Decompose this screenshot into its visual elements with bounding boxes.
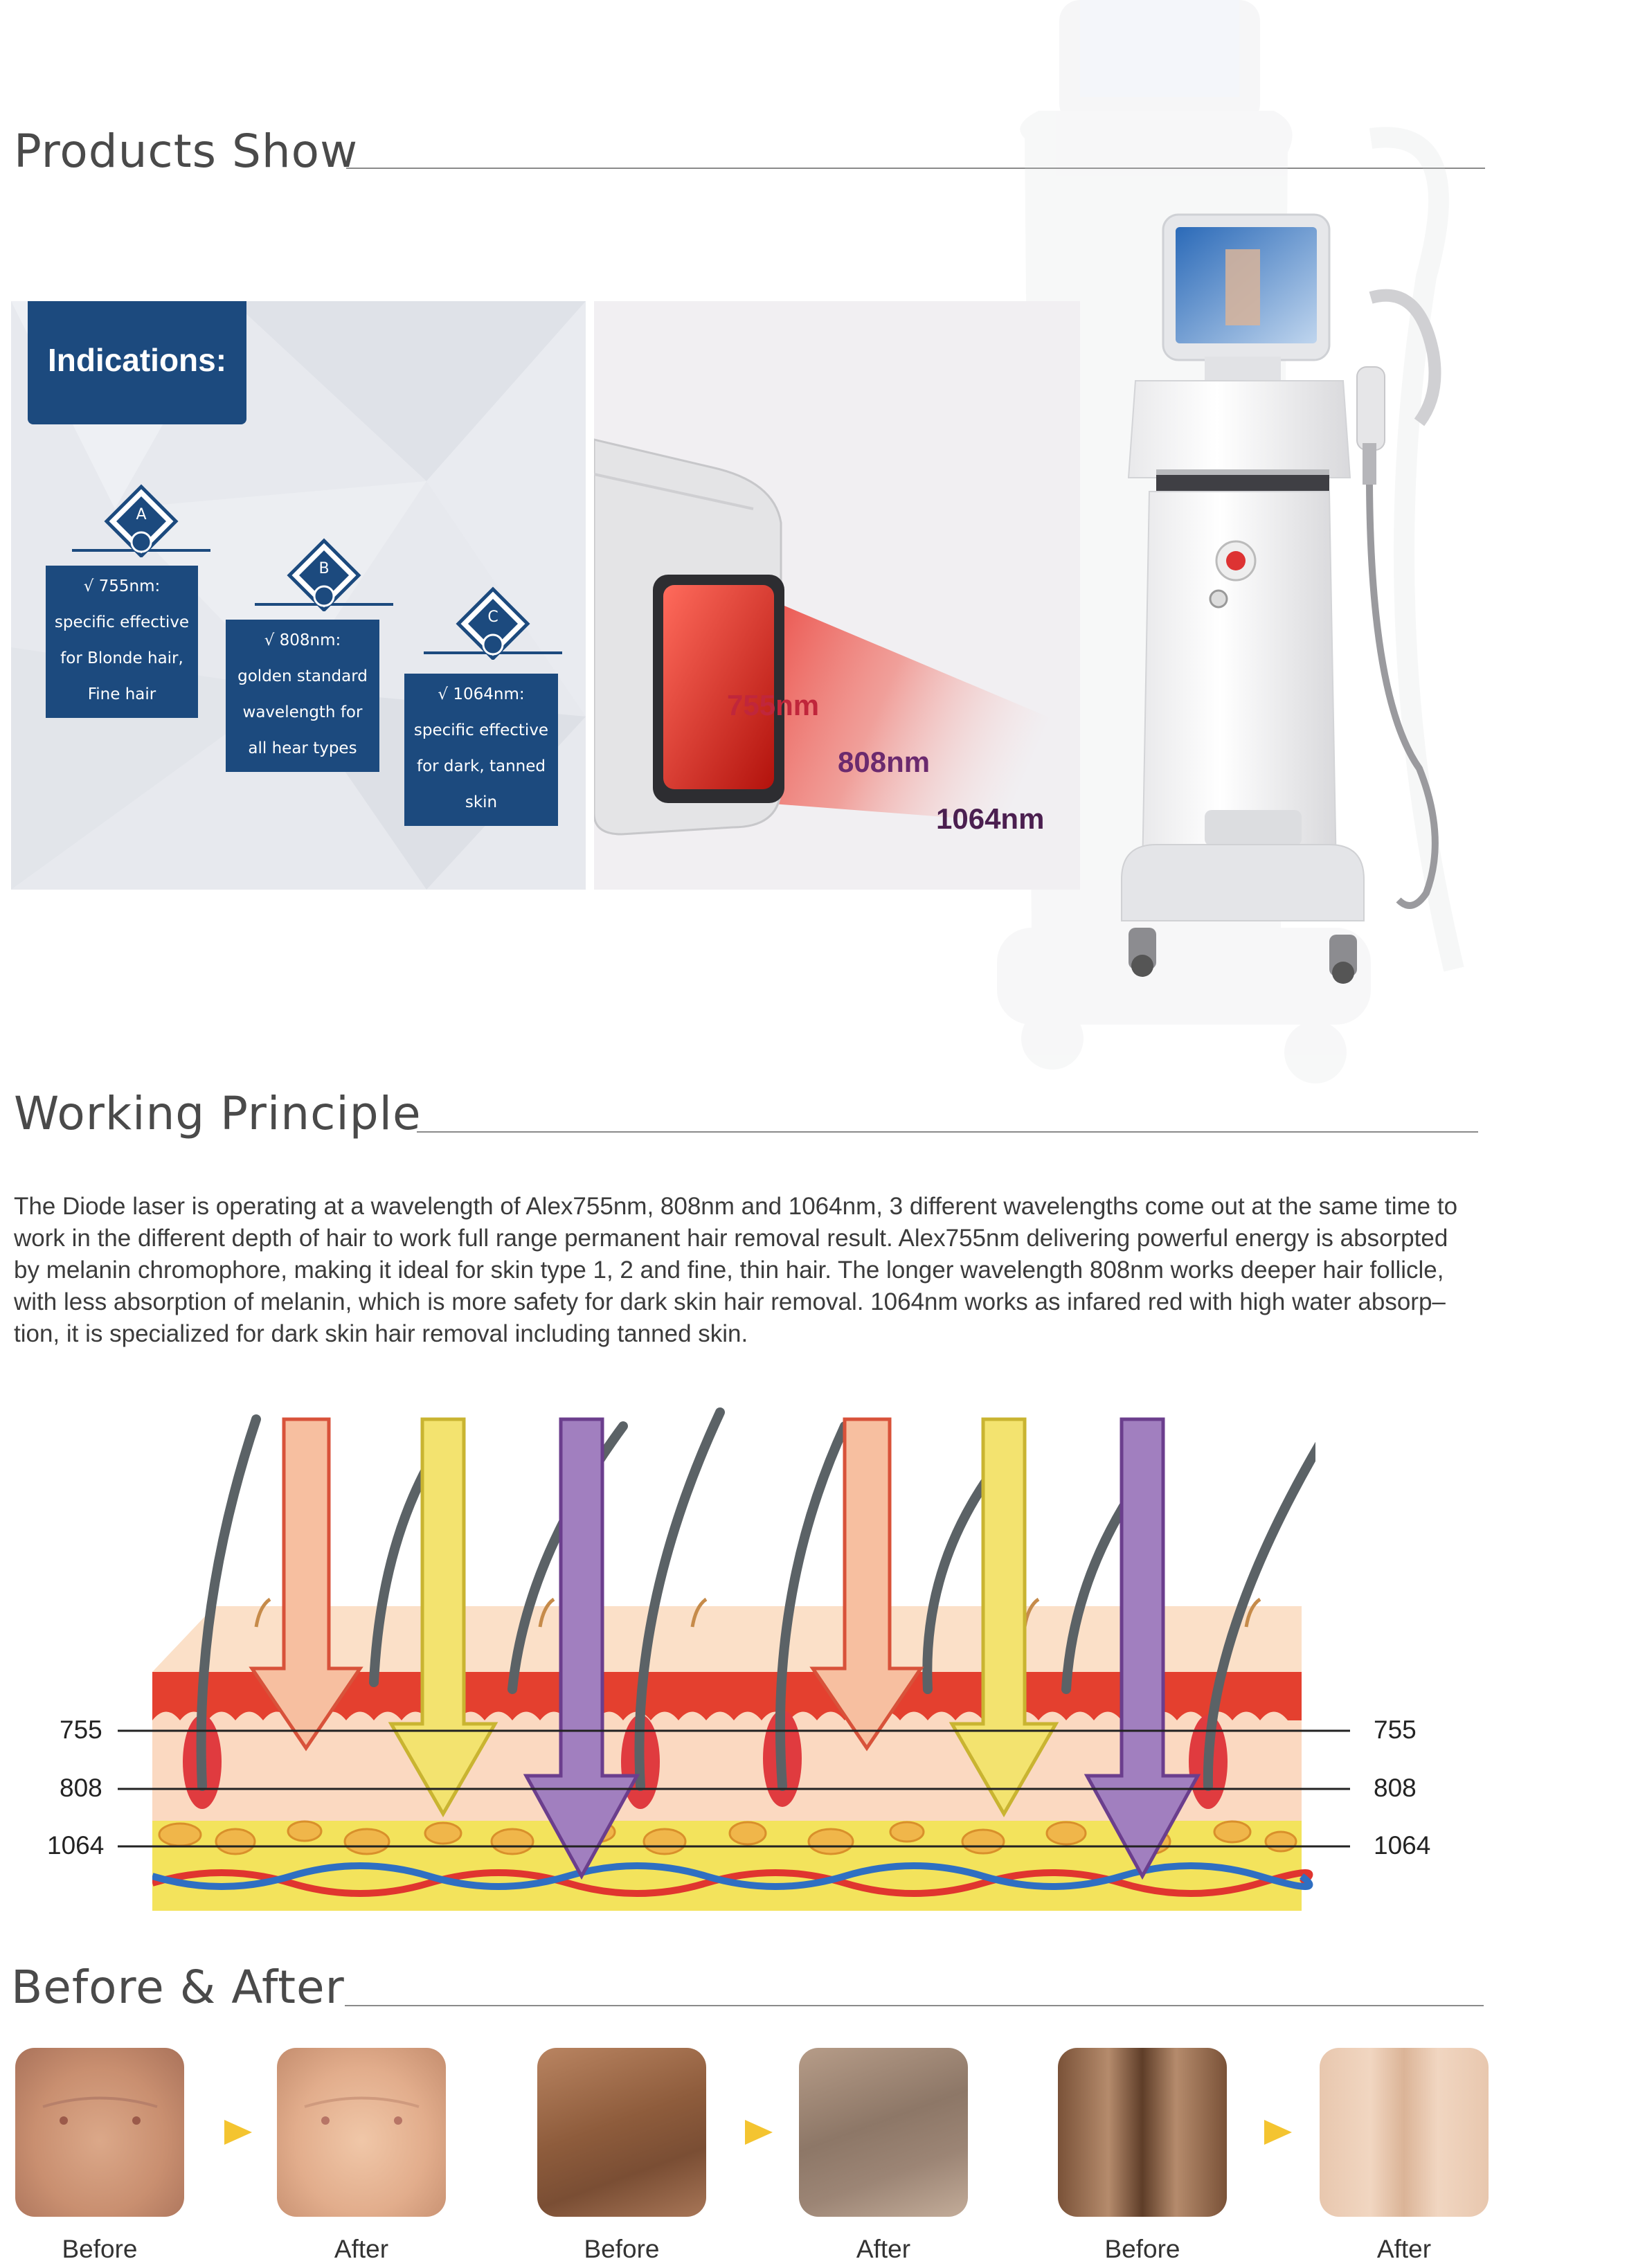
depth-label-755-right: 755 [1374, 1716, 1417, 1744]
paragraph-line-1: The Diode laser is operating at a wavele… [14, 1193, 1458, 1220]
badge-b-letter: B [318, 560, 330, 577]
after-caption-2: After [856, 2235, 911, 2263]
badge-c-letter: C [487, 609, 498, 626]
handpiece-label-1064: 1064nm [936, 802, 1045, 835]
indication-1064-line-2: specific effective [413, 721, 549, 739]
indication-808-line-1: √ 808nm: [264, 631, 341, 649]
before-photo-skin [537, 2048, 706, 2217]
working-principle-paragraph: The Diode laser is operating at a wavele… [14, 1191, 1482, 1350]
indication-1064-card: √ 1064nm: specific effective for dark, t… [404, 674, 558, 826]
indication-755-line-3: for Blonde hair, [60, 649, 183, 667]
indication-755-line-4: Fine hair [87, 685, 156, 703]
after-caption-1: After [334, 2235, 389, 2263]
paragraph-line-4: with less absorption of melanin, which i… [14, 1288, 1446, 1315]
indication-808-card: √ 808nm: golden standard wavelength for … [226, 620, 379, 772]
chest-after-details [304, 2096, 420, 2125]
handpiece-panel: 755nm 808nm 1064nm [594, 301, 1080, 890]
before-after-title: Before & After [11, 1961, 345, 2014]
paragraph-line-2: work in the different depth of hair to w… [14, 1225, 1448, 1252]
depth-label-755-left: 755 [60, 1716, 102, 1744]
depth-label-1064-left: 1064 [47, 1831, 105, 1860]
before-photo-back [1058, 2048, 1227, 2217]
arrow-icon [224, 2120, 252, 2145]
products-show-title: Products Show [14, 125, 359, 178]
after-photo-chest [277, 2048, 446, 2217]
handpiece-label-755: 755nm [727, 689, 820, 721]
indication-808-line-4: all hear types [248, 739, 357, 757]
before-photo-chest [15, 2048, 184, 2217]
indication-1064-line-3: for dark, tanned [416, 757, 546, 775]
arrow-icon [745, 2120, 773, 2145]
working-principle-title: Working Principle [14, 1087, 422, 1140]
before-after-rule [345, 2005, 1484, 2006]
depth-indicator-lines [118, 1729, 1350, 1848]
indication-755-line-1: √ 755nm: [83, 577, 161, 595]
depth-label-1064-right: 1064 [1374, 1831, 1431, 1860]
handpiece-label-808: 808nm [838, 746, 931, 778]
badge-b-icon [255, 538, 393, 611]
indications-title: Indications: [47, 342, 227, 378]
before-caption-3: Before [1104, 2235, 1180, 2263]
working-principle-rule [417, 1131, 1478, 1133]
indication-808-line-3: wavelength for [242, 703, 363, 721]
laser-machine-image [997, 0, 1464, 1083]
indications-title-box: Indications: [28, 301, 246, 424]
after-photo-skin [799, 2048, 968, 2217]
before-caption-1: Before [62, 2235, 138, 2263]
depth-label-808-right: 808 [1374, 1774, 1417, 1802]
indications-panel: Indications: A √ 755nm: specific effecti… [11, 301, 586, 890]
depth-label-808-left: 808 [60, 1774, 102, 1802]
indication-755-card: √ 755nm: specific effective for Blonde h… [46, 566, 198, 718]
products-show-rule [346, 168, 1485, 169]
paragraph-line-5: tion, it is specialized for dark skin ha… [14, 1320, 748, 1347]
indication-808-line-2: golden standard [237, 667, 368, 685]
before-caption-2: Before [584, 2235, 660, 2263]
handpiece-image [594, 438, 1080, 836]
indication-755-line-2: specific effective [54, 613, 190, 631]
indication-1064-line-4: skin [465, 793, 498, 811]
indication-1064-line-1: √ 1064nm: [438, 685, 525, 703]
after-photo-back [1320, 2048, 1489, 2217]
paragraph-line-3: by melanin chromophore, making it ideal … [14, 1257, 1444, 1284]
badge-a-letter: A [136, 506, 147, 523]
badge-a-icon [72, 484, 210, 557]
after-caption-3: After [1376, 2235, 1432, 2263]
badge-c-icon [424, 586, 562, 660]
arrow-icon [1264, 2120, 1292, 2145]
chest-before-details [42, 2096, 158, 2125]
